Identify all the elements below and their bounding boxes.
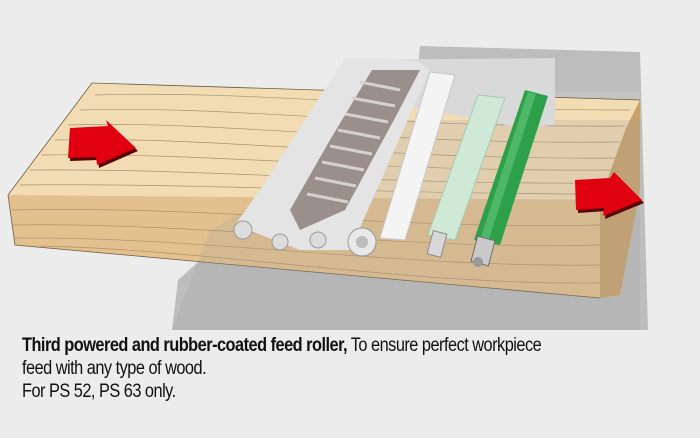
feed-roller-illustration xyxy=(7,46,648,330)
infeed-arrow-icon xyxy=(68,120,138,168)
caption-text-line-2: feed with any type of wood. xyxy=(22,358,207,379)
outfeed-arrow-icon xyxy=(575,172,644,219)
model-availability-note: For PS 52, PS 63 only. xyxy=(22,381,176,402)
caption-text: To ensure perfect workpiece xyxy=(347,335,542,356)
caption-title: Third powered and rubber-coated feed rol… xyxy=(22,335,348,356)
planer-roller-assembly xyxy=(233,58,555,267)
feature-caption: Third powered and rubber-coated feed rol… xyxy=(22,334,684,403)
